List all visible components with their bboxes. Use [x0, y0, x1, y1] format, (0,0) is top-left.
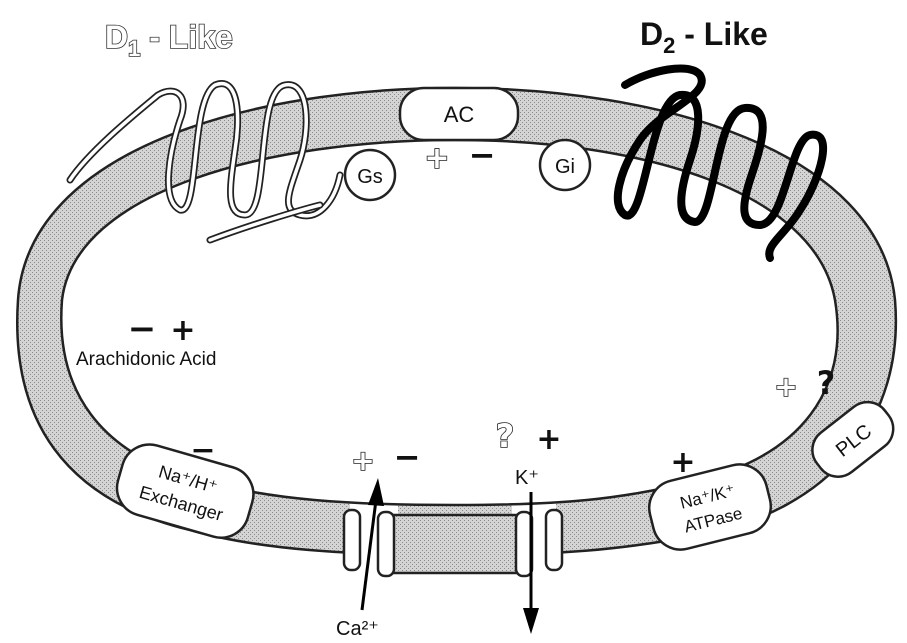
- d1-title: D1 - Like: [105, 19, 233, 61]
- ac-minus-sign: −: [469, 136, 496, 174]
- k-plus-sign: +: [536, 422, 561, 457]
- gi-protein: Gi: [540, 140, 590, 190]
- k-question-sign: ?: [496, 417, 515, 455]
- plc-plus-sign: +: [774, 370, 797, 403]
- potassium-label: K⁺: [515, 467, 539, 489]
- calcium-label: Ca²⁺: [336, 618, 379, 640]
- d2-title: D2 - Like: [640, 16, 768, 58]
- gi-label: Gi: [555, 156, 575, 178]
- adenylyl-cyclase: AC: [400, 88, 518, 140]
- gs-protein: Gs: [345, 150, 395, 200]
- atpase-plus-sign: +: [670, 445, 695, 480]
- svg-text:D2 - Like: D2 - Like: [640, 16, 768, 58]
- aa-minus-sign: −: [128, 309, 157, 349]
- ac-plus-sign: +: [424, 141, 449, 176]
- aa-plus-sign: +: [170, 313, 195, 348]
- ac-label: AC: [444, 102, 475, 127]
- plc-question-sign: ?: [817, 364, 836, 402]
- ca-minus-sign: −: [394, 438, 421, 476]
- nhe-minus-sign: −: [190, 433, 215, 468]
- svg-text:D1 - Like: D1 - Like: [105, 19, 233, 61]
- gs-label: Gs: [357, 166, 383, 188]
- arachidonic-acid-label: Arachidonic Acid: [76, 349, 216, 370]
- ca-plus-sign: +: [351, 444, 374, 477]
